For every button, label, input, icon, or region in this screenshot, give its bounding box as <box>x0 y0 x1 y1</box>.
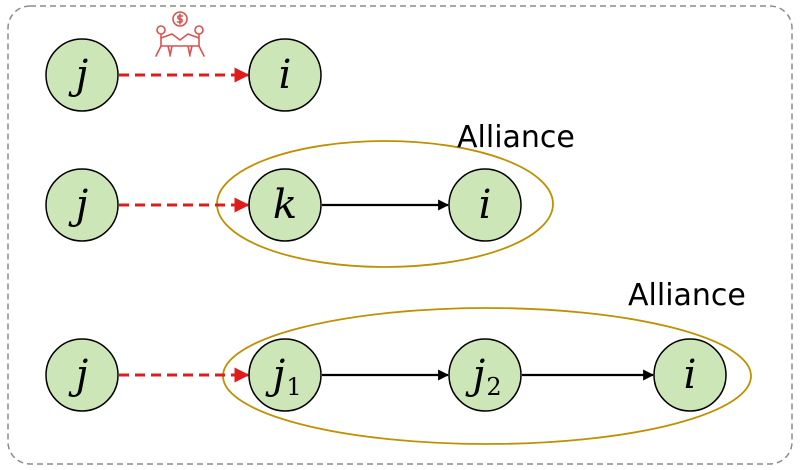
node-circle <box>448 338 522 412</box>
node-label: i <box>479 182 492 228</box>
node-i: i <box>248 38 322 112</box>
node-circle <box>45 168 119 242</box>
diagram-frame <box>7 5 793 465</box>
node-j: j <box>45 338 119 412</box>
node-j: j <box>45 38 119 112</box>
node-i: i <box>448 168 522 242</box>
node-subscript: 1 <box>286 373 301 401</box>
node-circle <box>45 338 119 412</box>
handshake-negotiation-icon <box>155 11 205 57</box>
node-circle <box>448 168 522 242</box>
node-circle <box>248 168 322 242</box>
alliance-label: Alliance <box>457 120 575 155</box>
node-i: i <box>653 338 727 412</box>
node-j: j <box>45 168 119 242</box>
diagram-row-2: Alliance j k i <box>45 120 575 268</box>
node-circle <box>248 38 322 112</box>
node-circle <box>653 338 727 412</box>
node-subscript: 2 <box>486 373 501 401</box>
node-label: i <box>684 352 697 398</box>
node-circle <box>248 338 322 412</box>
node-label: i <box>279 52 292 98</box>
node-circle <box>45 38 119 112</box>
node-label: k <box>273 182 297 228</box>
alliance-label: Alliance <box>628 278 746 313</box>
node-k: k <box>248 168 322 242</box>
